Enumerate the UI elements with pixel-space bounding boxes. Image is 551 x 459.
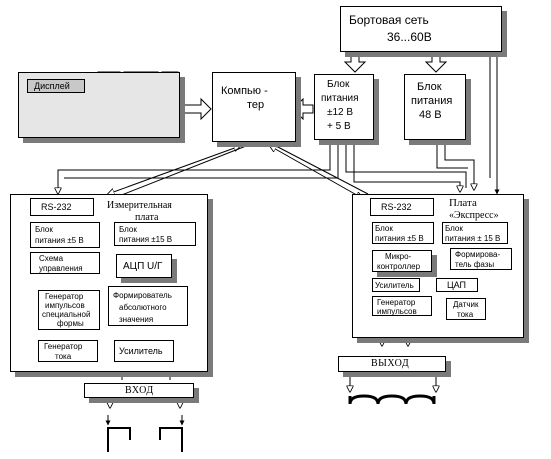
measuring-psu5-line2: питания ±5 В [35,236,84,245]
measuring-control-circuit: Схема управления [30,252,100,274]
measuring-shaper-line1: Формирователь [113,291,172,300]
psu-48v-line2: питания [411,95,453,107]
measuring-psu5: Блок питания ±5 В [30,222,100,248]
arrow-network-to-psu48 [424,51,448,73]
onboard-network-voltage: 36...60В [387,30,432,44]
express-dac-label: ЦАП [447,280,467,290]
measuring-psu15: Блок питания ±15 В [114,222,196,246]
express-psu15: Блок питания ± 15 В [442,222,508,244]
display-unit: Дисплей [18,72,180,138]
psu-12v-line2: питания [321,93,359,104]
psu-12v-line3: ±12 В [327,107,354,118]
measuring-control-line2: управления [39,264,83,273]
express-board-title-line2: «Экспресс» [449,210,499,221]
computer-box: Компью - тер [212,72,296,142]
arrow-psu12-to-computer [292,97,314,121]
psu-12v-box: Блок питания ±12 В + 5 В [314,74,374,140]
express-psu5-line2: питания ±5 В [375,234,424,243]
measuring-psu15-line1: Блок [119,225,137,234]
express-rs232: RS-232 [370,198,434,216]
onboard-network-box: Бортовая сеть 36...60В [340,6,502,52]
express-pulse-gen-line2: импульсов [377,307,417,316]
measuring-adc-label: АЦП U/Г [123,261,163,272]
express-dac: ЦАП [436,278,478,292]
measuring-rs232: RS-232 [30,198,94,216]
output-coil [348,394,436,405]
measuring-adc: АЦП U/Г [116,254,172,278]
computer-label-line2: тер [247,99,265,111]
measuring-pulse-generator: Генератор импульсов специальной формы [38,290,100,330]
express-phase-line2: тель фазы [455,260,495,269]
output-bus: ВЫХОД [338,356,446,372]
input-bus: ВХОД [84,383,194,398]
input-bus-label: ВХОД [125,385,154,396]
measuring-psu5-line1: Блок [35,225,53,234]
express-microcontroller: Микро- контроллер [372,250,432,272]
measuring-control-line1: Схема [39,254,64,263]
express-amplifier-label: Усилитель [375,281,414,290]
measuring-rs232-label: RS-232 [41,202,72,212]
measuring-pulse-gen-line1: Генератор [45,292,84,301]
express-mcu-line1: Микро- [385,252,412,261]
measuring-board-title-line1: Измерительная [107,200,172,211]
measuring-current-gen-line1: Генератор [44,342,83,351]
express-phase-shaper: Формирова- тель фазы [450,248,512,270]
express-pulse-generator: Генератор импульсов [372,296,432,316]
psu-48v-box: Блок питания 48 В [404,74,466,140]
measuring-abs-shaper: Формирователь абсолютного значения [108,286,188,326]
express-psu15-line1: Блок [445,224,463,233]
measuring-board-title-line2: плата [135,212,159,223]
express-current-sensor: Датчик тока [446,298,486,320]
express-psu15-line2: питания ± 15 В [445,234,501,243]
measuring-shaper-line3: значения [119,315,154,324]
measuring-pulse-gen-line3: специальной [42,310,91,319]
measuring-pulse-gen-line2: импульсов [45,301,85,310]
express-sensor-line1: Датчик [453,300,479,309]
measuring-current-gen-line2: тока [55,352,72,361]
measuring-shaper-line2: абсолютного [119,303,167,312]
psu-48v-line1: Блок [417,81,442,93]
psu-12v-line1: Блок [327,79,350,90]
measuring-amplifier: Усилитель [114,340,174,362]
measuring-pulse-gen-line4: формы [57,319,84,328]
express-rs232-label: RS-232 [381,202,412,212]
express-sensor-line2: тока [457,310,474,319]
measuring-amplifier-label: Усилитель [119,346,163,356]
express-psu5: Блок питания ±5 В [372,222,434,244]
psu-12v-line4: + 5 В [327,121,351,132]
express-pulse-gen-line1: Генератор [377,298,416,307]
express-board-title-line1: Плата [449,197,477,209]
output-bus-label: ВЫХОД [371,358,410,369]
display-label: Дисплей [34,81,70,91]
express-amplifier: Усилитель [372,278,420,292]
express-psu5-line1: Блок [375,224,393,233]
onboard-network-title: Бортовая сеть [349,13,429,27]
express-mcu-line2: контроллер [377,262,421,271]
display-screen: Дисплей [27,79,85,93]
measuring-current-generator: Генератор тока [38,340,98,362]
express-phase-line1: Формирова- [455,250,501,259]
measuring-psu15-line2: питания ±15 В [119,235,173,244]
psu-48v-line3: 48 В [419,109,442,121]
arrow-display-to-computer [182,97,212,121]
computer-label-line1: Компью - [221,85,268,97]
arrow-network-to-psu12 [343,51,367,73]
